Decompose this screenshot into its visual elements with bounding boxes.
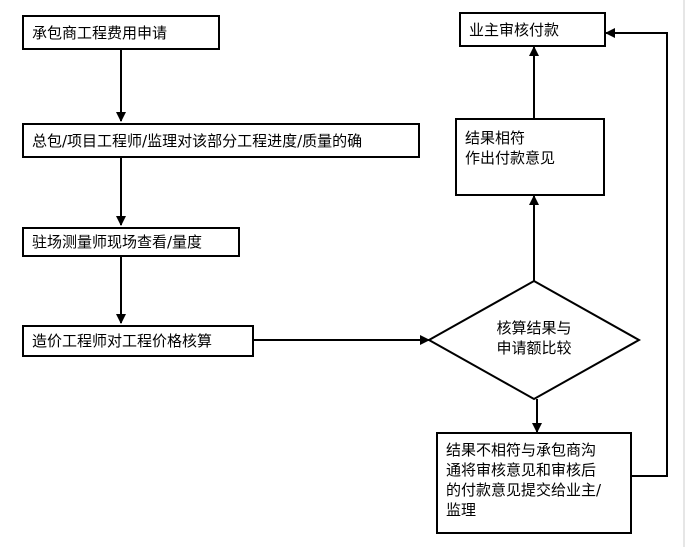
node-match-line-1: 结果相符 xyxy=(465,129,526,147)
node-compare-line-2: 申请额比较 xyxy=(496,339,572,357)
node-confirm: 总包/项目工程师/监理对该部分工程进度/质量的确 xyxy=(22,123,420,158)
node-owner-review: 业主审核付款 xyxy=(459,12,606,47)
node-mismatch-line-3: 的付款意见提交给业主/ xyxy=(446,481,602,499)
compare-decision-diamond xyxy=(426,279,642,401)
node-mismatch-line-2: 通将审核意见和审核后 xyxy=(446,461,597,479)
node-match-line-2: 作出付款意见 xyxy=(465,149,556,167)
node-mismatch-line-4: 监理 xyxy=(446,501,477,519)
node-compare-label: 核算结果与 申请额比较 xyxy=(469,318,599,358)
node-apply: 承包商工程费用申请 xyxy=(22,15,220,50)
node-mismatch: 结果不相符与承包商沟 通将审核意见和审核后 的付款意见提交给业主/ 监理 xyxy=(436,432,632,534)
node-cost-check: 造价工程师对工程价格核算 xyxy=(22,325,254,357)
arrow-mismatch-to-owner-review xyxy=(605,28,668,477)
node-match: 结果相符 作出付款意见 xyxy=(455,118,605,196)
node-survey: 驻场测量师现场查看/量度 xyxy=(22,227,240,257)
node-mismatch-line-1: 结果不相符与承包商沟 xyxy=(446,441,597,459)
node-compare-line-1: 核算结果与 xyxy=(496,319,572,337)
